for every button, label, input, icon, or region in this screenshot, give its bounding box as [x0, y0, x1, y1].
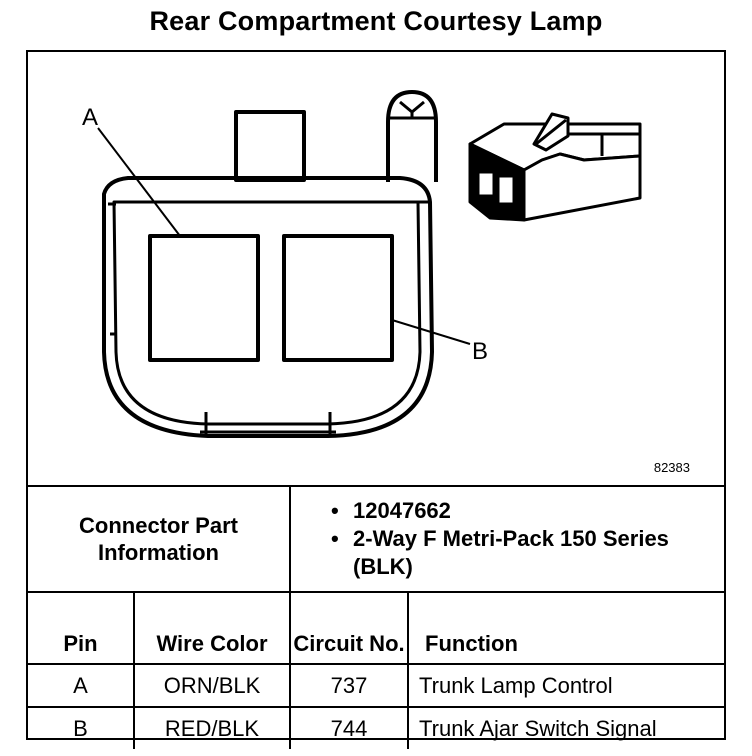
- connector-body-inner: [112, 200, 422, 426]
- leader-a: [97, 127, 181, 237]
- callout-a: A: [82, 104, 99, 131]
- table-header-row: Pin Wire Color Circuit No. Function: [28, 591, 725, 665]
- circuit-cell: 744: [289, 706, 410, 749]
- header-pin: Pin: [28, 591, 135, 665]
- cavity-b: [282, 234, 394, 362]
- wire-color-cell: ORN/BLK: [132, 663, 292, 708]
- pin-cell: A: [28, 663, 135, 708]
- right-tab: [386, 90, 438, 182]
- header-function: Function: [407, 591, 725, 665]
- header-circuit: Circuit No.: [289, 591, 410, 665]
- leader-b: [391, 319, 471, 345]
- page-title: Rear Compartment Courtesy Lamp: [149, 6, 603, 36]
- connector-part-number: 12047662: [331, 497, 724, 525]
- connector-info-list: 12047662 2-Way F Metri-Pack 150 Series (…: [289, 485, 725, 593]
- connector-info-label: Connector Part Information: [28, 485, 292, 593]
- latch-block: [234, 110, 306, 182]
- pin-cell: B: [28, 706, 135, 749]
- cavity-a: [148, 234, 260, 362]
- connector-body-outer: [102, 176, 434, 438]
- connector-drawing: [97, 90, 642, 438]
- function-cell: Trunk Ajar Switch Signal: [407, 706, 725, 749]
- connector-info-row: Connector Part Information 12047662 2-Wa…: [28, 485, 725, 593]
- function-cell: Trunk Lamp Control: [407, 663, 725, 708]
- figure-number: 82383: [653, 460, 690, 475]
- connector-type: 2-Way F Metri-Pack 150 Series (BLK): [331, 525, 724, 581]
- callout-b: B: [472, 338, 489, 365]
- connector-frame: A B 82383 Connector Part Information 120…: [26, 50, 726, 749]
- connector-3d-view: [468, 112, 642, 222]
- header-wire-color: Wire Color: [132, 591, 292, 665]
- table-row: A ORN/BLK 737 Trunk Lamp Control: [28, 663, 725, 708]
- connector-table: Connector Part Information 12047662 2-Wa…: [28, 485, 725, 749]
- table-row: B RED/BLK 744 Trunk Ajar Switch Signal: [28, 706, 725, 749]
- circuit-cell: 737: [289, 663, 410, 708]
- connector-diagram: A B 82383: [28, 52, 724, 485]
- wire-color-cell: RED/BLK: [132, 706, 292, 749]
